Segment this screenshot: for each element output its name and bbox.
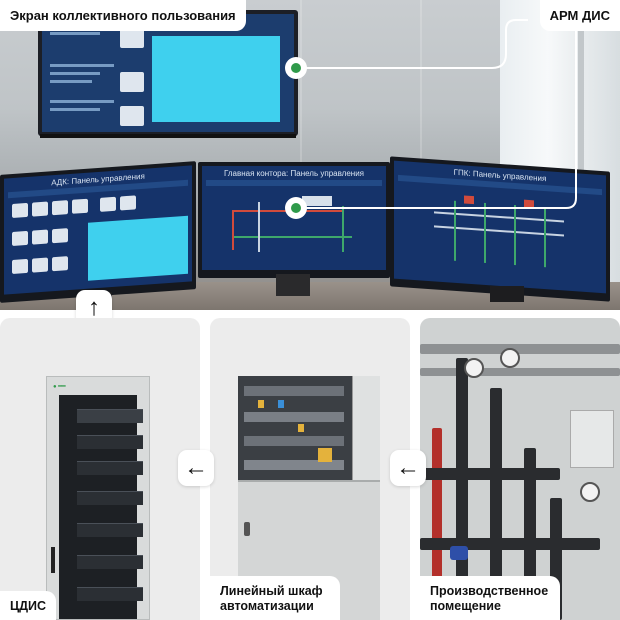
- panel-production-room: Производственное помещение: [420, 318, 620, 620]
- arrow-left-icon: ←: [390, 450, 426, 486]
- monitor-center-title: Главная контора: Панель управления: [224, 169, 364, 178]
- valve-icon: [450, 546, 468, 560]
- electrical-box: [570, 410, 614, 468]
- monitor-left: АДК: Панель управления: [0, 161, 196, 303]
- panel-server-rack: ● ━━ ЦДИС: [0, 318, 200, 620]
- monitor-right: ГПК: Панель управления: [390, 156, 610, 302]
- control-room-photo: АДК: Панель управления Главная: [0, 0, 620, 310]
- monitor-center: Главная контора: Панель управления: [198, 162, 390, 278]
- callout-dot-workstation: [285, 197, 307, 219]
- rack-logo-icon: ● ━━: [53, 384, 66, 390]
- label-central-dispatch: ЦДИС: [0, 591, 57, 620]
- cabinet-lock-icon: [244, 522, 250, 536]
- label-operator-workstation: АРМ ДИС: [539, 0, 620, 31]
- arrow-left-icon: ←: [178, 450, 214, 486]
- callout-dot-wall-screen: [285, 57, 307, 79]
- panel-automation-cabinet: Линейный шкаф автоматизации: [210, 318, 410, 620]
- label-line-cabinet: Линейный шкаф автоматизации: [210, 576, 340, 620]
- wall-screen: [38, 10, 298, 136]
- pressure-gauge-icon: [580, 482, 600, 502]
- label-production-room: Производственное помещение: [420, 576, 560, 620]
- pressure-gauge-icon: [500, 348, 520, 368]
- server-rack: ● ━━: [46, 376, 150, 620]
- label-shared-screen: Экран коллективного пользования: [0, 0, 246, 31]
- pressure-gauge-icon: [464, 358, 484, 378]
